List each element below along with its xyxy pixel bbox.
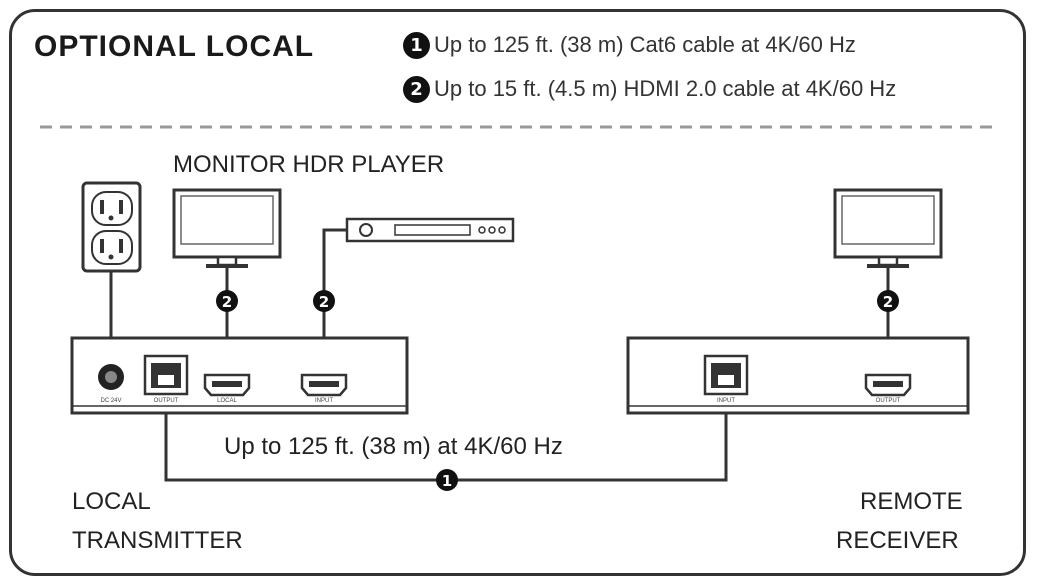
hdr-player-icon	[345, 217, 515, 243]
legend-text-1: Up to 125 ft. (38 m) Cat6 cable at 4K/60…	[434, 32, 856, 57]
marker-1-cat6: 1	[436, 469, 458, 491]
marker-2-player: 2	[313, 290, 335, 312]
svg-text:2: 2	[883, 293, 893, 311]
tx-input-hdmi-icon	[300, 373, 348, 397]
rx-input-port-label: INPUT	[717, 398, 735, 404]
remote-monitor-icon	[833, 188, 943, 268]
tx-output-port-label: OUTPUT	[153, 398, 179, 404]
monitor-hdr-player-label: MONITOR HDR PLAYER	[173, 151, 445, 178]
diagram-title: OPTIONAL LOCAL	[34, 30, 315, 63]
svg-text:1: 1	[442, 472, 452, 490]
tx-input-port-label: INPUT	[315, 398, 333, 404]
rx-input-rj45-icon	[703, 354, 749, 396]
remote-receiver-box	[626, 336, 970, 415]
legend-badge-1: 1	[403, 31, 430, 59]
tx-local-hdmi-icon	[203, 373, 251, 397]
remote-label-line1: REMOTE	[860, 488, 963, 515]
tx-output-rj45-icon	[143, 354, 189, 396]
legend-item-cat6: 1 Up to 125 ft. (38 m) Cat6 cable at 4K/…	[403, 30, 856, 60]
power-port-label: DC 24V	[100, 398, 122, 404]
legend-badge-2: 2	[403, 75, 430, 103]
diagram-frame	[9, 9, 1026, 576]
legend-text-2: Up to 15 ft. (4.5 m) HDMI 2.0 cable at 4…	[434, 76, 897, 101]
rx-output-port-label: OUTPUT	[875, 398, 901, 404]
local-label-line1: LOCAL	[72, 488, 151, 515]
remote-label-line2: RECEIVER	[836, 527, 959, 554]
rx-output-hdmi-icon	[864, 373, 912, 397]
wall-outlet-icon	[81, 181, 142, 273]
marker-2-local-monitor: 2	[216, 290, 238, 312]
local-label-line2: TRANSMITTER	[72, 527, 243, 554]
power-jack-icon	[98, 364, 124, 390]
tx-local-port-label: LOCAL	[217, 398, 237, 404]
local-monitor-icon	[172, 188, 282, 268]
player-hdmi-cable	[322, 228, 347, 375]
marker-2-remote-monitor: 2	[877, 290, 899, 312]
svg-text:2: 2	[319, 293, 329, 311]
cat6-run-caption: Up to 125 ft. (38 m) at 4K/60 Hz	[224, 433, 563, 460]
legend-item-hdmi: 2 Up to 15 ft. (4.5 m) HDMI 2.0 cable at…	[403, 74, 896, 104]
svg-text:2: 2	[222, 293, 232, 311]
